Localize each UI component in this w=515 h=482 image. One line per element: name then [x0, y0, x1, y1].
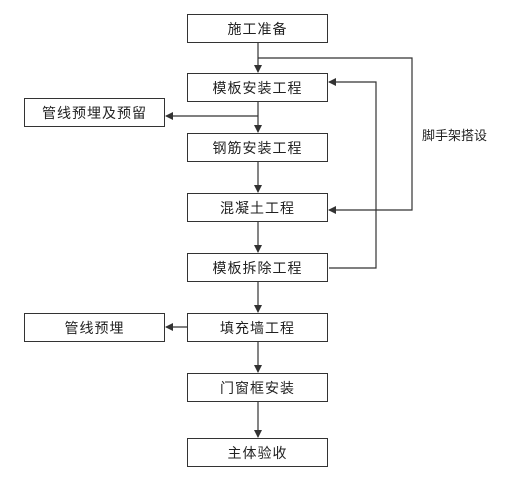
step-door-window-frame: 门窗框安装 [187, 373, 328, 402]
step-formwork-install: 模板安装工程 [187, 73, 328, 102]
scaffold-loop-outer [258, 57, 413, 214]
step-pipe-embed-reserve: 管线预埋及预留 [24, 98, 165, 127]
scaffold-label: 脚手架搭设 [422, 129, 488, 144]
scaffold-loop-inner [328, 78, 377, 269]
step-rebar-install: 钢筋安装工程 [187, 133, 328, 162]
step-construction-prep: 施工准备 [187, 14, 328, 43]
step-main-acceptance: 主体验收 [187, 438, 328, 467]
step-formwork-removal: 模板拆除工程 [187, 253, 328, 282]
step-infill-wall: 填充墙工程 [187, 313, 328, 342]
step-pipe-embed: 管线预埋 [24, 313, 165, 342]
step-concrete: 混凝土工程 [187, 193, 328, 222]
